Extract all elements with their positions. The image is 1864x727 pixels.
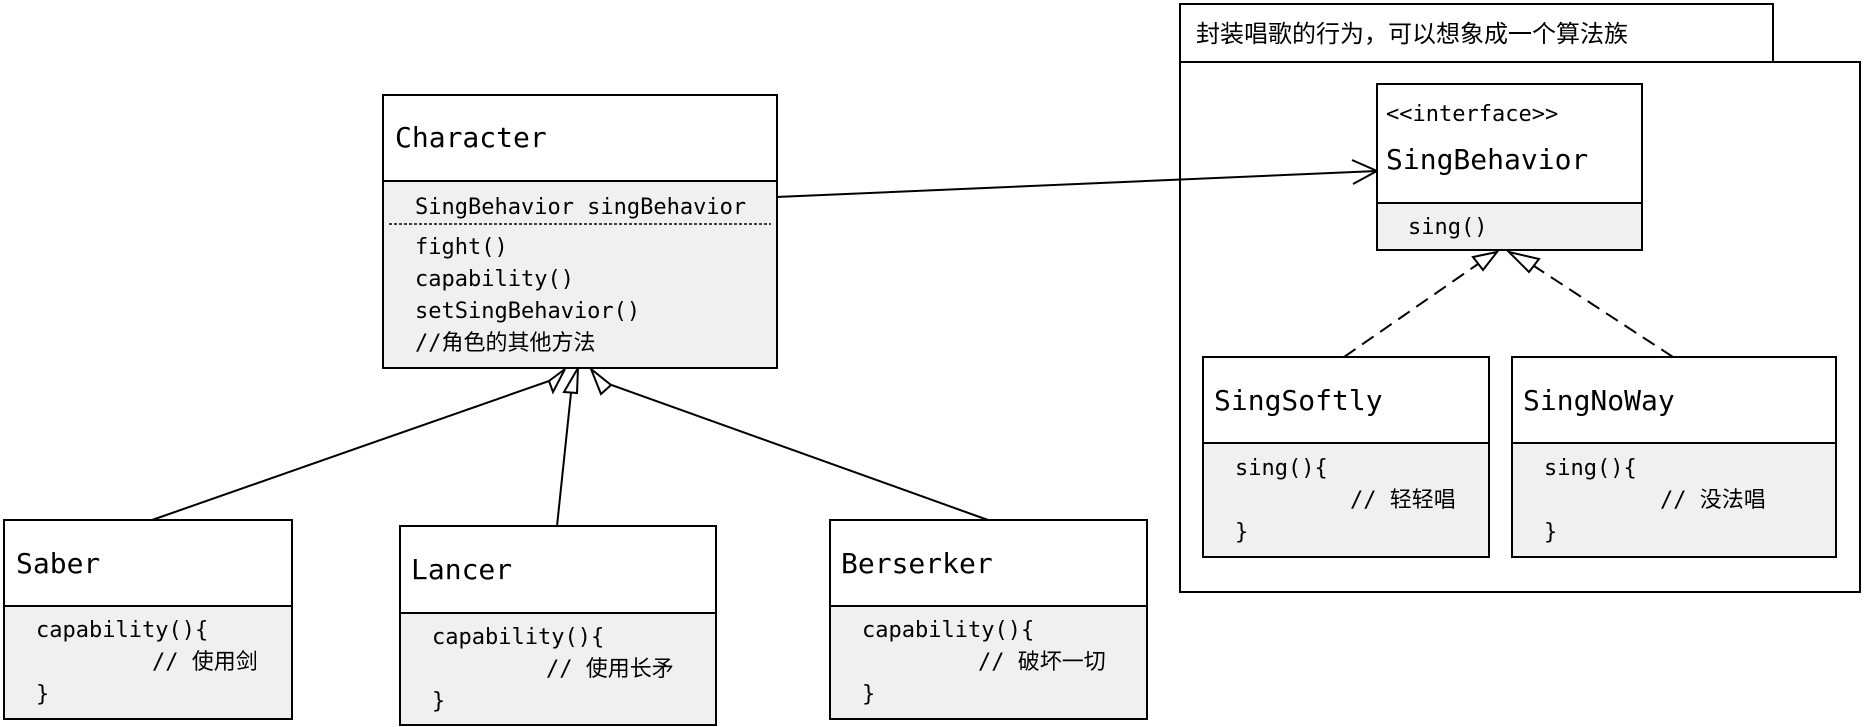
inheritance-arrow-berserker <box>588 365 613 396</box>
realization-line-softly <box>1343 263 1479 358</box>
sing-softly-method-line: // 轻轻唱 <box>1350 488 1456 513</box>
realization-line-noway <box>1533 265 1674 358</box>
class-berserker[interactable]: Berserker capability(){ // 破坏一切 } <box>829 519 1148 720</box>
saber-title: Saber <box>16 547 100 580</box>
sing-no-way-header <box>1511 356 1837 444</box>
sing-behavior-header <box>1376 83 1643 204</box>
inheritance-arrow-saber <box>547 368 566 395</box>
sing-behavior-title: SingBehavior <box>1386 143 1588 176</box>
inheritance-line-berserker <box>605 382 989 521</box>
sing-softly-body <box>1202 442 1490 558</box>
inheritance-line-saber <box>151 380 550 521</box>
berserker-method-line: capability(){ <box>862 618 1034 643</box>
lancer-title: Lancer <box>411 553 512 586</box>
inheritance-arrow-lancer <box>562 367 579 395</box>
package-label: 封装唱歌的行为，可以想象成一个算法族 <box>1196 20 1628 48</box>
association-line <box>775 170 1378 198</box>
saber-method-line: // 使用剑 <box>152 650 258 675</box>
sing-softly-header <box>1202 356 1490 444</box>
character-method: capability() <box>415 267 574 292</box>
berserker-header <box>829 519 1148 607</box>
berserker-method-line: // 破坏一切 <box>978 650 1106 675</box>
connectors <box>151 159 1674 527</box>
sing-behavior-body <box>1376 202 1643 251</box>
berserker-method-line: } <box>862 682 875 707</box>
sing-no-way-method-line: // 没法唱 <box>1660 488 1766 513</box>
class-character[interactable]: Character SingBehavior singBehavior figh… <box>382 94 778 369</box>
lancer-header <box>399 525 717 614</box>
interface-sing-behavior[interactable]: <<interface>> SingBehavior sing() <box>1376 83 1643 251</box>
class-lancer[interactable]: Lancer capability(){ // 使用长矛 } <box>399 525 717 726</box>
sing-behavior-stereotype: <<interface>> <box>1386 102 1558 127</box>
sing-softly-title: SingSoftly <box>1214 384 1383 417</box>
class-sing-softly[interactable]: SingSoftly sing(){ // 轻轻唱 } <box>1202 356 1490 558</box>
sing-no-way-method-line: sing(){ <box>1544 456 1637 481</box>
character-method: fight() <box>415 235 508 260</box>
character-method: //角色的其他方法 <box>415 331 596 356</box>
saber-body <box>3 605 293 720</box>
sing-no-way-method-line: } <box>1544 520 1557 545</box>
berserker-title: Berserker <box>841 547 993 580</box>
realization-arrow-noway <box>1505 250 1541 274</box>
sing-softly-method-line: } <box>1235 520 1248 545</box>
berserker-body <box>829 605 1148 720</box>
class-sing-no-way[interactable]: SingNoWay sing(){ // 没法唱 } <box>1511 356 1837 558</box>
class-saber[interactable]: Saber capability(){ // 使用剑 } <box>3 519 293 720</box>
lancer-method-line: // 使用长矛 <box>546 657 674 682</box>
saber-method-line: capability(){ <box>36 618 208 643</box>
character-method: setSingBehavior() <box>415 299 640 324</box>
sing-no-way-body <box>1511 442 1837 558</box>
inheritance-line-lancer <box>556 392 572 527</box>
lancer-method-line: } <box>432 689 445 714</box>
saber-header <box>3 519 293 607</box>
sing-softly-method-line: sing(){ <box>1235 456 1328 481</box>
realization-arrow-softly <box>1471 250 1500 272</box>
package-tab <box>1179 3 1774 63</box>
sing-no-way-title: SingNoWay <box>1523 384 1675 417</box>
character-header <box>382 94 778 182</box>
saber-method-line: } <box>36 682 49 707</box>
lancer-body <box>399 612 717 726</box>
sing-behavior-method: sing() <box>1408 215 1487 240</box>
character-attribute: SingBehavior singBehavior <box>415 195 746 220</box>
character-title: Character <box>395 121 547 154</box>
lancer-method-line: capability(){ <box>432 625 604 650</box>
character-body <box>382 180 778 369</box>
